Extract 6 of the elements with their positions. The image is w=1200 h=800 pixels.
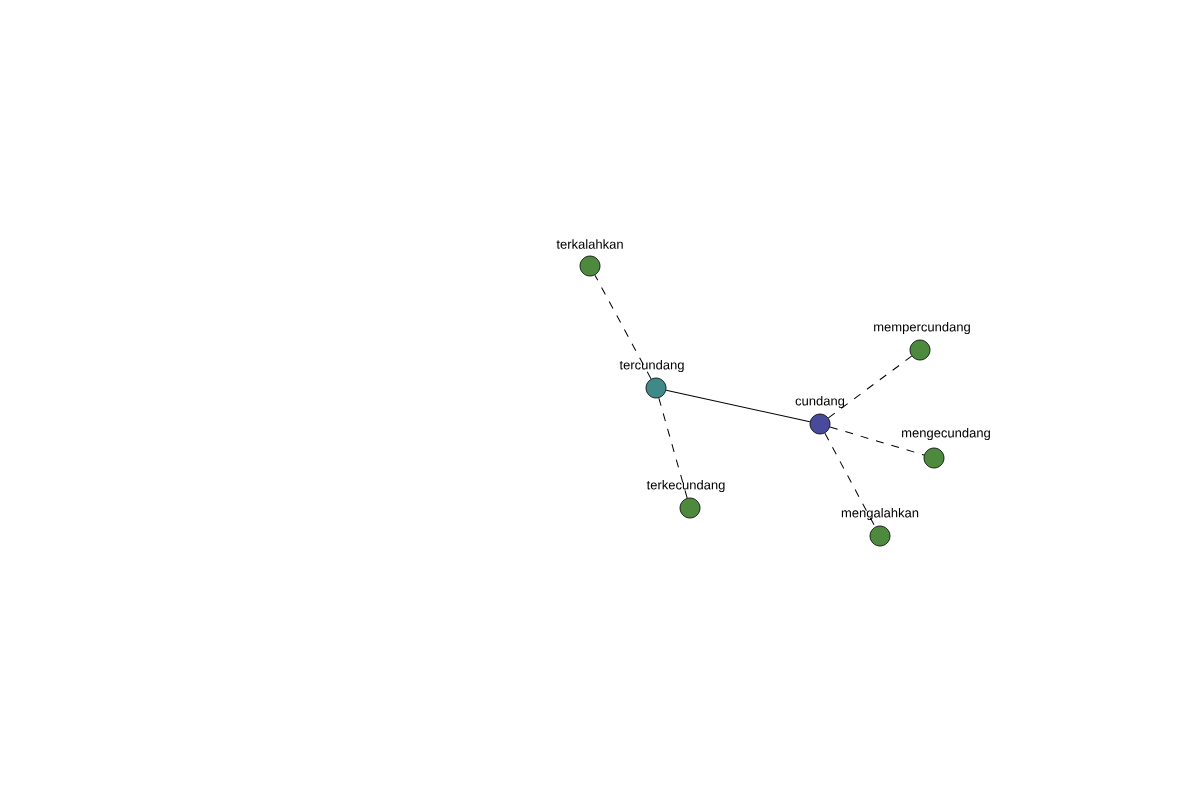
connector-line bbox=[829, 426, 925, 456]
connector-line bbox=[594, 274, 652, 380]
connector-line bbox=[827, 355, 913, 419]
connector-line bbox=[658, 397, 688, 499]
connector-line bbox=[665, 389, 811, 423]
connector-line bbox=[824, 432, 876, 528]
